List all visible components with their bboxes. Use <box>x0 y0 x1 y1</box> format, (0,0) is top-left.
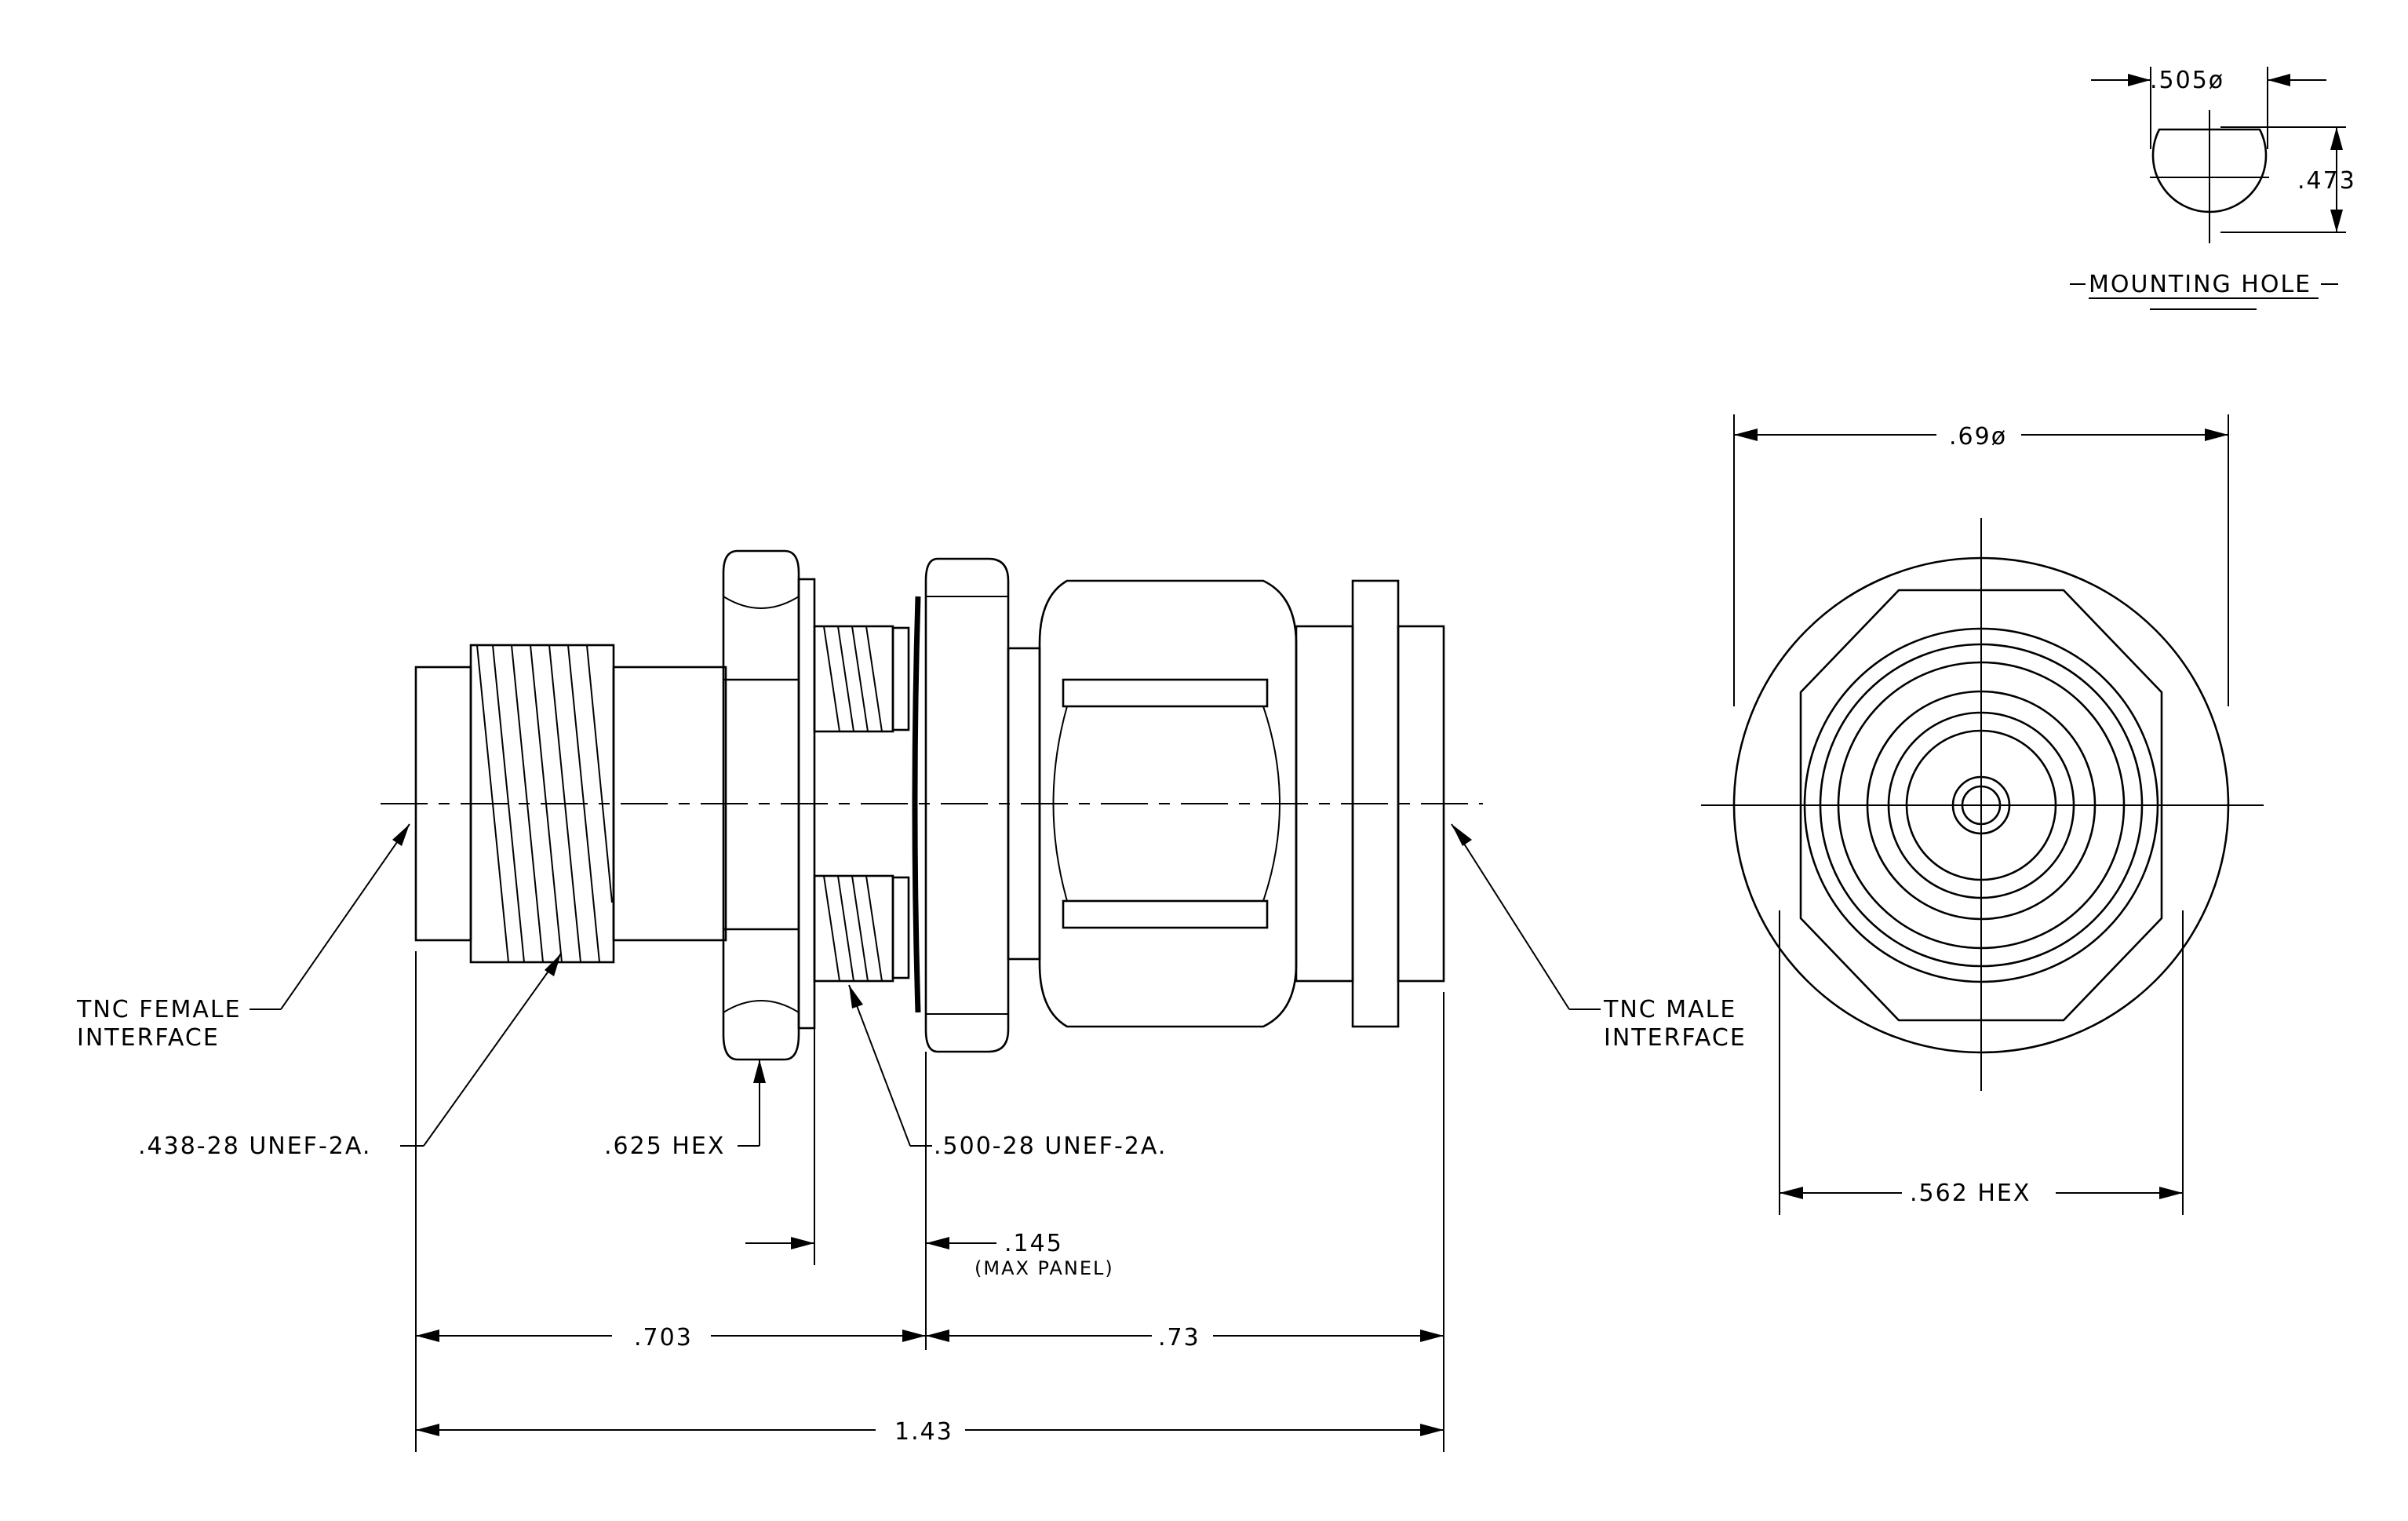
hole-flat-label: .473 <box>2297 167 2356 195</box>
female-label-line1: TNC FEMALE <box>76 996 242 1023</box>
male-label-line1: TNC MALE <box>1603 996 1736 1023</box>
male-thread <box>813 625 910 983</box>
end-view: .69ø .562 HEX <box>1701 414 2264 1215</box>
female-thread-label: .438-28 UNEF-2A. <box>138 1133 371 1160</box>
panel-dim-label: .145 <box>1004 1230 1063 1257</box>
end-diameter-label: .69ø <box>1949 423 2007 450</box>
end-hex-label: .562 HEX <box>1910 1180 2031 1207</box>
male-label-line2: INTERFACE <box>1604 1024 1747 1052</box>
side-view-annotations: TNC FEMALE INTERFACE .438-28 UNEF-2A. .6… <box>76 823 1747 1452</box>
male-thread-label: .500-28 UNEF-2A. <box>934 1133 1167 1160</box>
panel-note-label: (MAX PANEL) <box>974 1257 1114 1279</box>
side-view <box>381 549 1483 1061</box>
hex-nut-label: .625 HEX <box>604 1133 725 1160</box>
dim-right-label: .73 <box>1158 1324 1200 1351</box>
mounting-hole-title: MOUNTING HOLE <box>2089 271 2311 298</box>
dim-left-label: .703 <box>634 1324 693 1351</box>
female-label-line2: INTERFACE <box>77 1024 220 1052</box>
mounting-hole-view: .505ø .473 MOUNTING HOLE <box>2070 67 2356 310</box>
female-thread <box>476 644 613 963</box>
hex-nut <box>722 549 800 1061</box>
dim-total-label: 1.43 <box>894 1418 953 1446</box>
hole-diameter-label: .505ø <box>2150 67 2224 94</box>
